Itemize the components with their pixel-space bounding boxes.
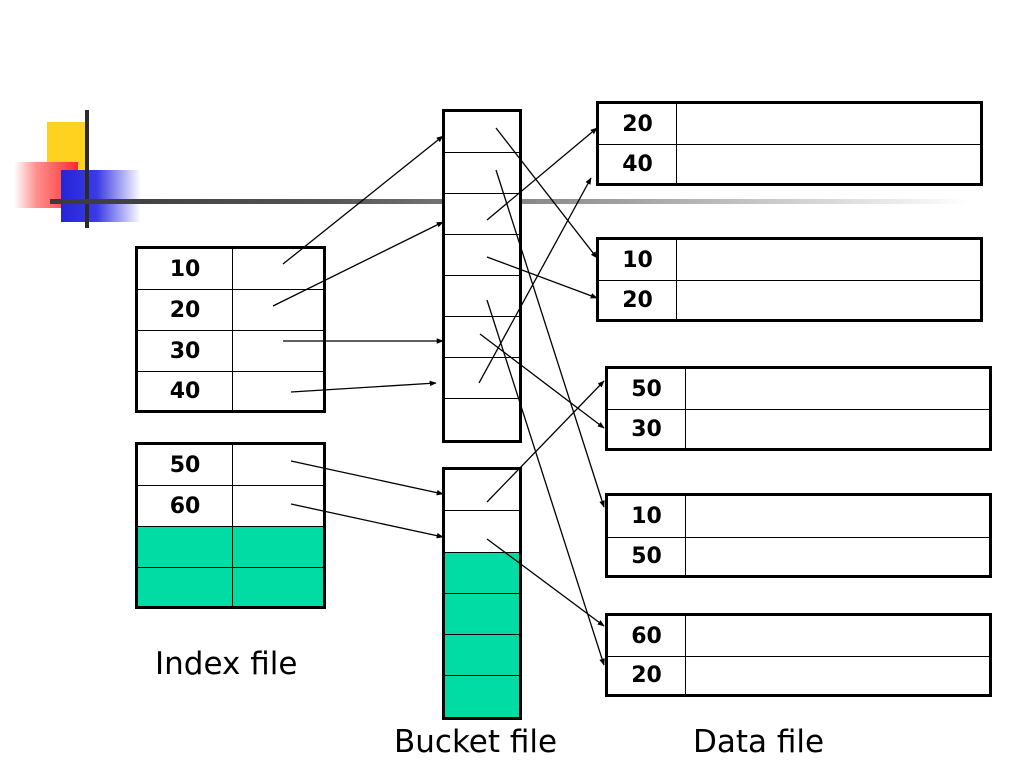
- data-record: 50: [608, 538, 989, 575]
- bucket-empty-slot: [445, 676, 519, 717]
- index-pointer-cell: [233, 290, 323, 330]
- index-empty-row: [138, 527, 323, 568]
- index-key: 50: [138, 445, 233, 485]
- data-record: 50: [608, 369, 989, 410]
- data-block-3: 50 30: [605, 366, 992, 451]
- bucket-slot: [445, 399, 519, 440]
- index-pointer-cell: [233, 445, 323, 485]
- index-pointer-cell: [233, 568, 323, 606]
- bucket-slot: [445, 235, 519, 276]
- index-block-1: 10 20 30 40: [135, 246, 326, 413]
- index-row: 20: [138, 290, 323, 331]
- data-record: 30: [608, 410, 989, 448]
- bucket-empty-slot: [445, 594, 519, 635]
- index-row: 40: [138, 372, 323, 410]
- bucket-empty-slot: [445, 635, 519, 676]
- data-key: 50: [608, 538, 686, 575]
- data-record: 20: [608, 657, 989, 694]
- index-block-2: 50 60: [135, 442, 326, 609]
- data-key: 50: [608, 369, 686, 409]
- logo-blue-square: [61, 170, 141, 222]
- index-key: 20: [138, 290, 233, 330]
- index-row: 60: [138, 486, 323, 527]
- data-key: 40: [599, 145, 677, 183]
- data-block-2: 10 20: [596, 237, 983, 322]
- bucket-file-caption: Bucket file: [394, 724, 558, 760]
- bucket-empty-slot: [445, 553, 519, 594]
- data-record: 60: [608, 616, 989, 657]
- data-key: 30: [608, 410, 686, 448]
- bucket-slot: [445, 194, 519, 235]
- index-pointer-cell: [233, 372, 323, 410]
- data-record: 20: [599, 281, 980, 319]
- index-key: 10: [138, 249, 233, 289]
- index-empty-row: [138, 568, 323, 606]
- index-pointer-cell: [233, 486, 323, 526]
- data-record: 40: [599, 145, 980, 183]
- bucket-slot: [445, 317, 519, 358]
- data-key: 10: [599, 240, 677, 280]
- data-key: 20: [599, 281, 677, 319]
- data-key: 10: [608, 496, 686, 537]
- data-file-caption: Data file: [693, 724, 825, 760]
- bucket-slot: [445, 276, 519, 317]
- index-key: 60: [138, 486, 233, 526]
- bucket-block-2: [442, 467, 522, 720]
- data-record: 10: [599, 240, 980, 281]
- slide-logo: [0, 100, 150, 230]
- index-row: 30: [138, 331, 323, 372]
- data-block-1: 20 40: [596, 101, 983, 186]
- index-pointer-cell: [233, 249, 323, 289]
- data-record: 20: [599, 104, 980, 145]
- index-key: 40: [138, 372, 233, 410]
- data-key: 20: [608, 657, 686, 694]
- logo-vertical-line: [85, 110, 89, 228]
- index-key: [138, 527, 233, 567]
- data-block-4: 10 50: [605, 493, 992, 578]
- data-record: 10: [608, 496, 989, 538]
- bucket-slot: [445, 112, 519, 153]
- data-key: 20: [599, 104, 677, 144]
- index-pointer-cell: [233, 527, 323, 567]
- index-file-caption: Index file: [155, 646, 298, 682]
- bucket-slot: [445, 358, 519, 399]
- bucket-block-1: [442, 109, 522, 443]
- index-row: 10: [138, 249, 323, 290]
- bucket-slot: [445, 153, 519, 194]
- index-row: 50: [138, 445, 323, 486]
- index-key: [138, 568, 233, 606]
- data-block-5: 60 20: [605, 613, 992, 697]
- index-pointer-cell: [233, 331, 323, 371]
- index-key: 30: [138, 331, 233, 371]
- bucket-slot: [445, 470, 519, 511]
- data-key: 60: [608, 616, 686, 656]
- bucket-slot: [445, 511, 519, 553]
